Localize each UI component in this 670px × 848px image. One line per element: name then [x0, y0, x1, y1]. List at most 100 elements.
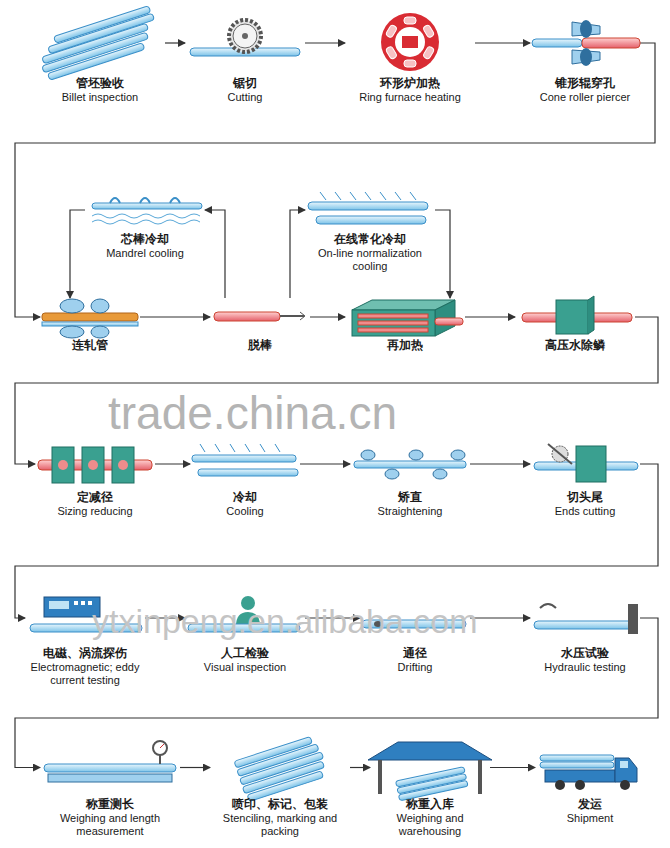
- flow-arrow: [470, 463, 530, 464]
- flow-arrow: [180, 767, 210, 768]
- hydraulic-tester-illustration: [534, 604, 638, 634]
- flow-arrow: [490, 767, 535, 768]
- flow-arrow: [140, 316, 210, 317]
- step-label: Ends cutting: [530, 505, 640, 518]
- normalization-cooling-illustration: [308, 192, 428, 224]
- ends-cutting-illustration: [534, 444, 638, 482]
- flow-arrow: [15, 464, 658, 618]
- step-label: 脱棒: [210, 338, 310, 353]
- process-step: 发运Shipment: [535, 740, 645, 825]
- flow-arrow: [310, 316, 345, 317]
- process-step: 高压水除鳞: [515, 298, 635, 353]
- flow-arrow: [475, 42, 530, 43]
- flow-arrow: [470, 617, 530, 618]
- step-label: Straightening: [350, 505, 470, 518]
- flow-arrow: [15, 618, 658, 768]
- weighing-scale-illustration: [44, 741, 176, 782]
- process-step: 环形炉加热Ring furnace heating: [345, 12, 475, 104]
- process-step: 切头尾Ends cutting: [530, 440, 640, 518]
- process-step: 喷印、标记、包装Stenciling, marking and packing: [210, 740, 350, 838]
- step-label: Electromagnetic; eddy current testing: [25, 661, 145, 687]
- straightening-illustration: [354, 450, 466, 479]
- step-label: Hydraulic testing: [530, 661, 640, 674]
- reheat-furnace-illustration: [352, 300, 463, 336]
- mandrel-extraction-illustration: [214, 312, 305, 321]
- process-step: 冷却Cooling: [190, 440, 300, 518]
- step-label: Cutting: [185, 91, 305, 104]
- step-label: 再加热: [345, 338, 465, 353]
- pipe-bundle-illustration: [234, 737, 324, 802]
- flow-arrow: [465, 316, 515, 317]
- process-step: 定减径Sizing reducing: [35, 440, 155, 518]
- step-label: 冷却: [190, 490, 300, 505]
- flow-arrow: [435, 210, 450, 298]
- process-step: 锯切Cutting: [185, 12, 305, 104]
- step-label: Stenciling, marking and packing: [210, 812, 350, 838]
- truck-illustration: [540, 755, 637, 790]
- process-step: 管坯验收Billet inspection: [35, 12, 165, 104]
- process-step: 芯棒冷却Mandrel cooling: [85, 190, 205, 260]
- flow-arrow: [15, 317, 658, 464]
- step-label: Visual inspection: [185, 661, 305, 674]
- step-label: 称重入库: [370, 797, 490, 812]
- billet-illustration: [42, 6, 155, 81]
- step-label: 通径: [360, 646, 470, 661]
- step-label: 喷印、标记、包装: [210, 797, 350, 812]
- flow-arrow: [15, 43, 655, 317]
- flow-arrow: [165, 42, 185, 43]
- step-label: Mandrel cooling: [85, 247, 205, 260]
- step-label: Billet inspection: [35, 91, 165, 104]
- step-label: Weighing and length measurement: [40, 812, 180, 838]
- step-label: 水压试验: [530, 646, 640, 661]
- watermark: trade.china.cn: [108, 390, 397, 436]
- step-label: Weighing and warehousing: [370, 812, 490, 838]
- cooling-illustration: [192, 444, 298, 476]
- saw-illustration: [190, 20, 300, 56]
- process-step: 称重入库Weighing and warehousing: [370, 740, 490, 838]
- step-label: 锯切: [185, 76, 305, 91]
- flow-arrow: [205, 210, 225, 298]
- step-label: Cooling: [190, 505, 300, 518]
- step-label: 芯棒冷却: [85, 232, 205, 247]
- warehouse-illustration: [368, 742, 492, 801]
- mandrel-cooling-illustration: [92, 198, 202, 224]
- flow-arrow: [155, 463, 190, 464]
- flow-arrow: [305, 42, 345, 43]
- step-label: 电磁、涡流探伤: [25, 646, 145, 661]
- process-step: 连轧管: [40, 298, 140, 353]
- ring-furnace-illustration: [381, 13, 439, 71]
- process-step: 脱棒: [210, 298, 310, 353]
- descaling-illustration: [522, 296, 632, 334]
- step-label: Cone roller piercer: [530, 91, 640, 104]
- flow-arrow: [70, 210, 85, 298]
- process-step: 水压试验Hydraulic testing: [530, 592, 640, 674]
- piercer-illustration: [532, 20, 640, 66]
- step-label: 切头尾: [530, 490, 640, 505]
- flow-arrow: [300, 463, 350, 464]
- mill-illustration: [42, 299, 138, 338]
- step-label: 定减径: [35, 490, 155, 505]
- step-label: Shipment: [535, 812, 645, 825]
- step-label: On-line normalization cooling: [305, 247, 435, 273]
- step-label: 称重测长: [40, 797, 180, 812]
- step-label: 环形炉加热: [345, 76, 475, 91]
- step-label: 高压水除鳞: [515, 338, 635, 353]
- process-step: 再加热: [345, 298, 465, 353]
- step-label: Sizing reducing: [35, 505, 155, 518]
- step-label: Drifting: [360, 661, 470, 674]
- flow-arrow: [290, 210, 305, 298]
- watermark: ytxinpeng.en.alibaba.com: [92, 604, 478, 638]
- step-label: 在线常化冷却: [305, 232, 435, 247]
- process-step: 矫直Straightening: [350, 440, 470, 518]
- flow-arrow: [350, 767, 370, 768]
- step-label: 锥形辊穿孔: [530, 76, 640, 91]
- process-step: 称重测长Weighing and length measurement: [40, 740, 180, 838]
- process-step: 在线常化冷却On-line normalization cooling: [305, 190, 435, 273]
- step-label: 矫直: [350, 490, 470, 505]
- step-label: 连轧管: [40, 338, 140, 353]
- process-step: 锥形辊穿孔Cone roller piercer: [530, 12, 640, 104]
- step-label: 管坯验收: [35, 76, 165, 91]
- sizing-mill-illustration: [38, 447, 152, 483]
- step-label: 发运: [535, 797, 645, 812]
